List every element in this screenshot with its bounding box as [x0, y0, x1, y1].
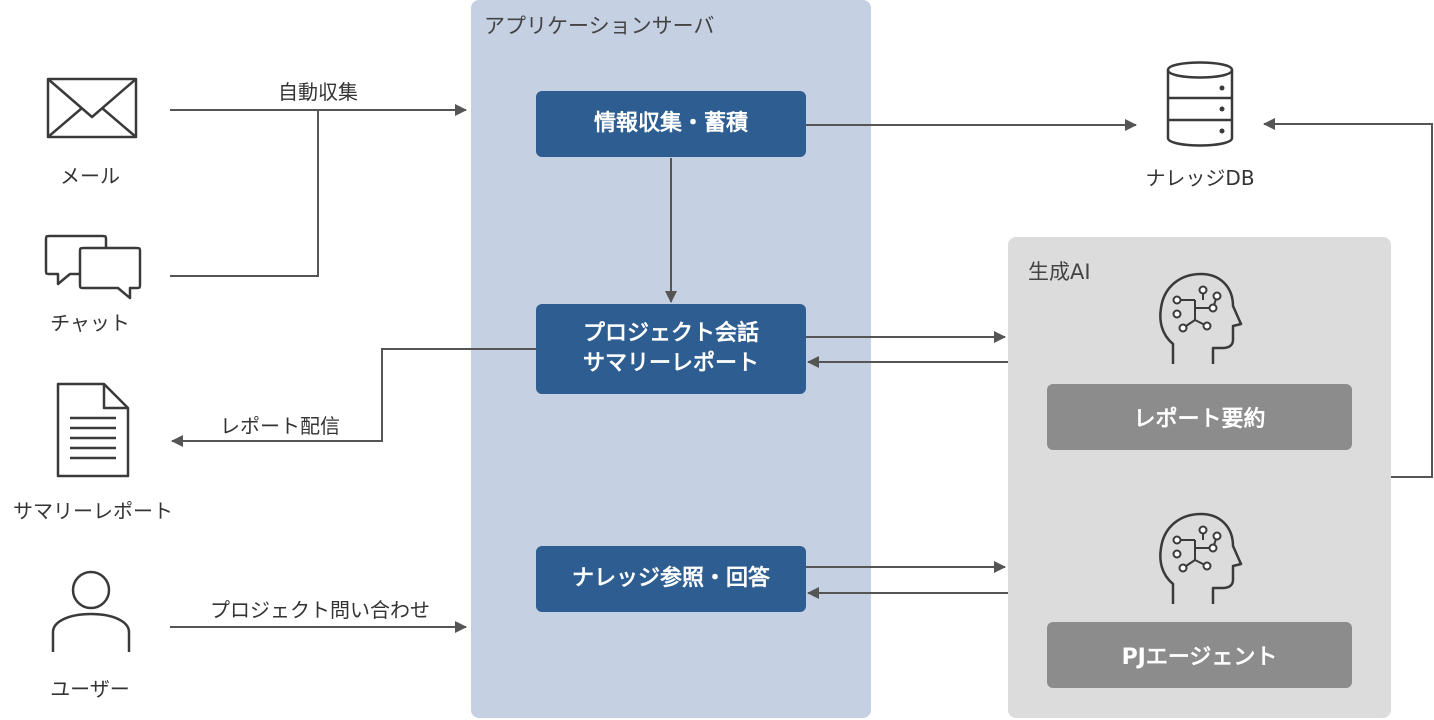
- pj-agent-box: PJエージェント: [1047, 622, 1352, 688]
- user-icon: [51, 570, 131, 652]
- user-label: ユーザー: [50, 677, 130, 701]
- mail-icon: [46, 77, 138, 139]
- chat-connector: [170, 110, 319, 277]
- chat-icon: [44, 234, 142, 300]
- document-icon: [56, 382, 130, 478]
- knowledge-db-label: ナレッジDB: [1145, 166, 1255, 190]
- chat-label: チャット: [50, 311, 130, 335]
- mail-label: メール: [60, 164, 120, 188]
- knowledge-reference-box: ナレッジ参照・回答: [536, 546, 806, 612]
- report-summary-box: レポート要約: [1047, 384, 1352, 450]
- ai-to-db-arrow: [1263, 118, 1433, 478]
- report-delivery-label: レポート配信: [220, 414, 340, 438]
- report-delivery-arrow: [171, 348, 536, 447]
- project-summary-report-box: プロジェクト会話 サマリーレポート: [536, 304, 806, 394]
- application-server-title: アプリケーションサーバ: [484, 14, 715, 38]
- database-icon: [1166, 61, 1234, 147]
- information-collection-box: 情報収集・蓄積: [536, 91, 806, 157]
- ai-brain-icon: [1159, 272, 1243, 364]
- project-inquiry-label: プロジェクト問い合わせ: [210, 598, 430, 622]
- summary-report-label: サマリーレポート: [13, 499, 173, 523]
- ai-brain-icon: [1159, 512, 1243, 604]
- auto-collect-label: 自動収集: [278, 80, 358, 104]
- generative-ai-title: 生成AI: [1028, 260, 1091, 284]
